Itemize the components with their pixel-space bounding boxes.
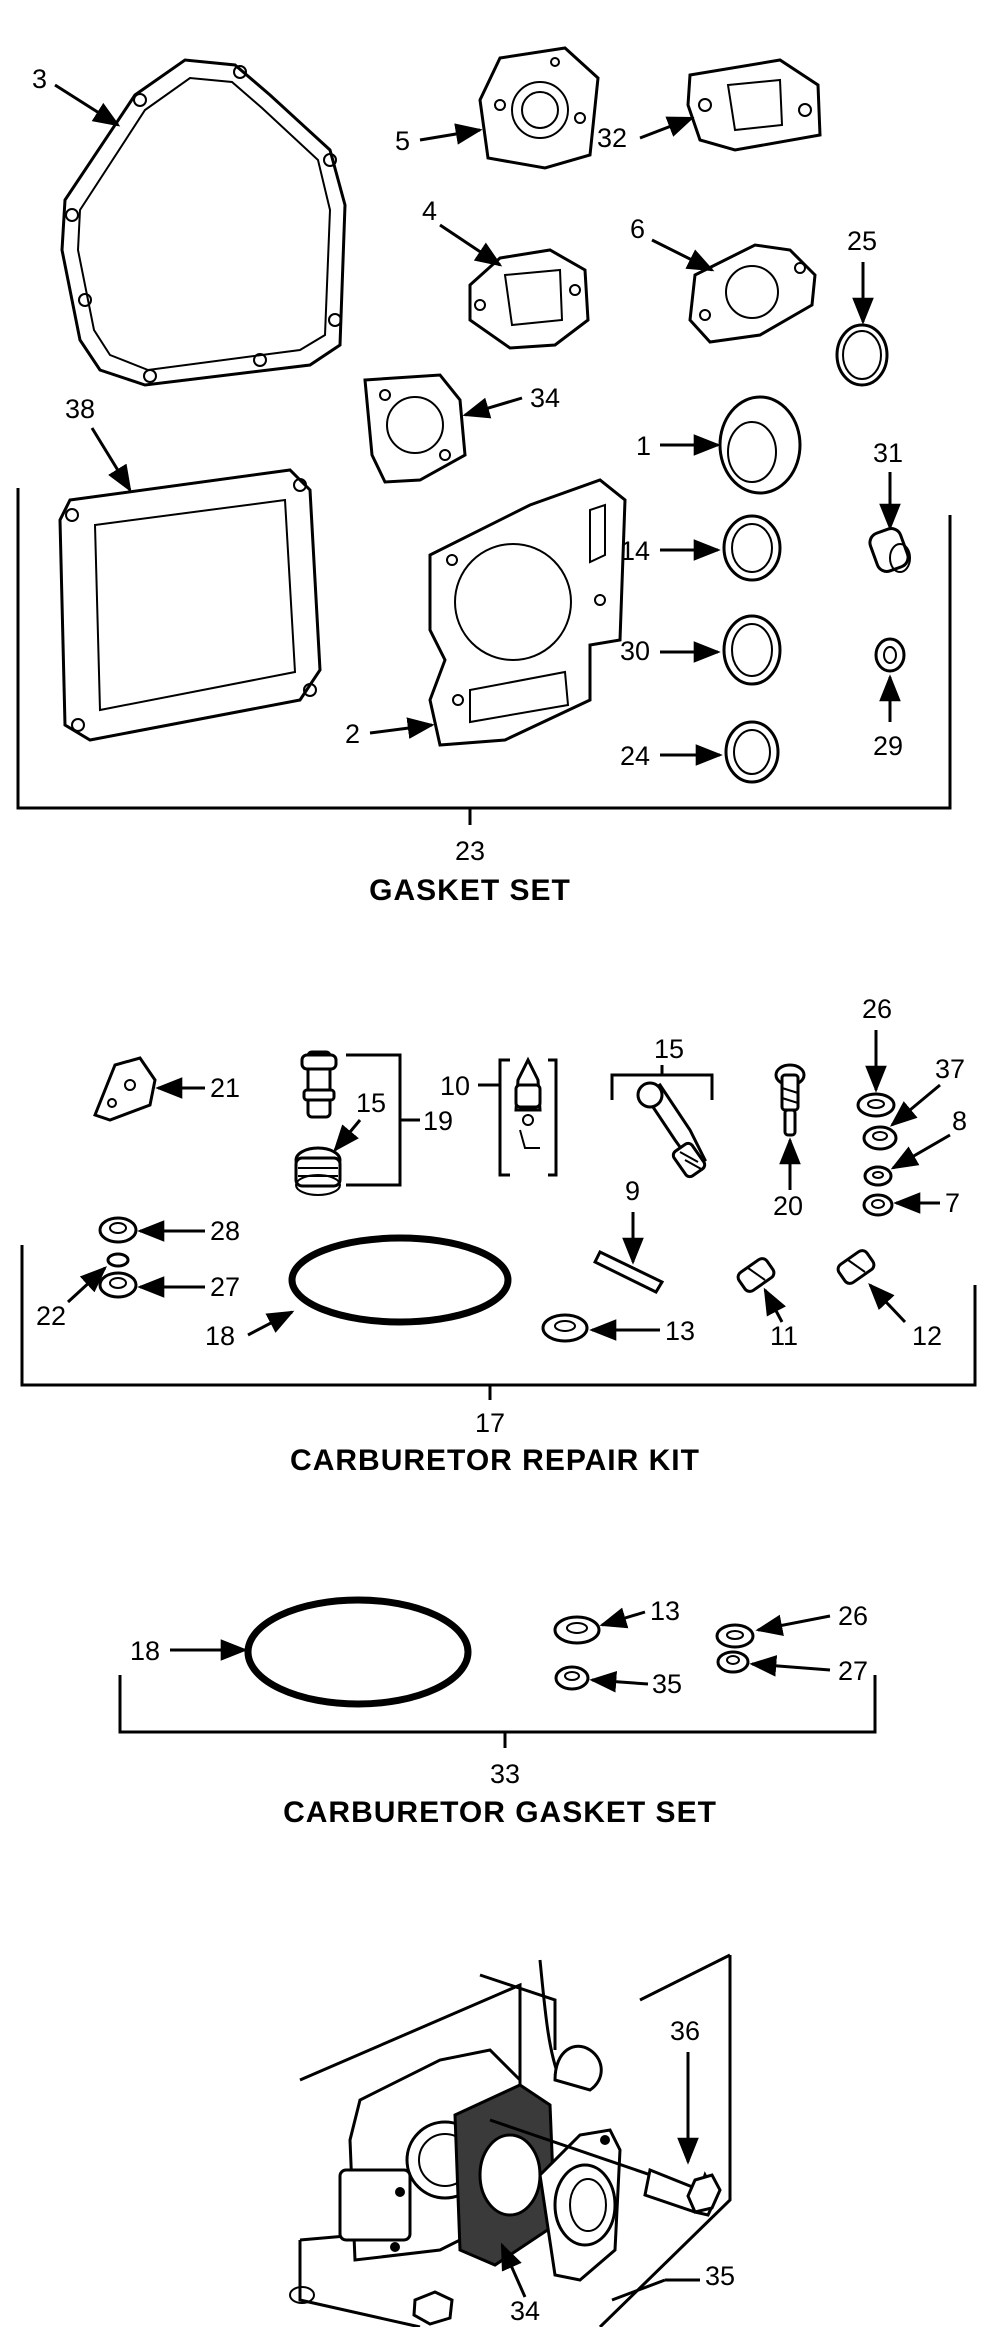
callout-2: 2 <box>345 719 360 749</box>
part-20-idle-mixture-screw <box>774 1063 806 1137</box>
callout-g26: 26 <box>838 1601 868 1631</box>
part-25-o-ring <box>835 323 889 387</box>
callout-11: 11 <box>770 1321 798 1351</box>
carb-gasket-set-number: 33 <box>490 1759 520 1789</box>
part-38-valve-cover-gasket <box>58 468 322 742</box>
callout-13: 13 <box>665 1316 695 1346</box>
part-9-float-pin <box>592 1250 665 1294</box>
callout-31: 31 <box>873 438 903 468</box>
part-27-gasket-seal <box>716 1650 750 1674</box>
gasket-set-title: GASKET SET <box>369 874 571 907</box>
part-12-main-jet <box>836 1249 876 1285</box>
part-30-o-ring <box>722 614 782 686</box>
part-15-main-jet-screw <box>636 1081 707 1179</box>
part-35-washer <box>554 1665 590 1691</box>
part-24-o-ring <box>724 720 780 784</box>
callout-30: 30 <box>620 636 650 666</box>
callout-25: 25 <box>847 226 877 256</box>
carburetor-gasket-set-section: 18 13 35 26 27 33 CARBURETOR GASKET SET <box>118 1596 877 1829</box>
callout-8: 8 <box>952 1106 967 1136</box>
callout-14: 14 <box>620 536 650 566</box>
carb-gasket-set-title: CARBURETOR GASKET SET <box>283 1796 717 1829</box>
callout-26: 26 <box>862 994 892 1024</box>
part-6-insulator-gasket <box>688 243 817 344</box>
callout-1: 1 <box>636 431 651 461</box>
part-1-oil-seal <box>718 395 802 495</box>
gasket-set-number: 23 <box>455 836 485 866</box>
part-13-gasket-washer <box>553 1615 601 1645</box>
part-34-adapter-gasket <box>363 373 467 484</box>
callout-9: 9 <box>625 1176 640 1206</box>
carburetor-mounting-assembly-view: 36 34 35 <box>289 1953 735 2327</box>
callout-g18: 18 <box>130 1636 160 1666</box>
part-8-gasket <box>863 1165 893 1187</box>
part-28-seal <box>98 1216 138 1244</box>
carb-repair-kit-title: CARBURETOR REPAIR KIT <box>290 1444 700 1477</box>
part-19-float-valve-assembly <box>294 1050 342 1196</box>
part-4-intake-gasket <box>468 248 590 350</box>
callout-20: 20 <box>773 1191 803 1221</box>
callout-a34: 34 <box>510 2296 540 2326</box>
part-3-crankcase-cover-gasket <box>60 58 347 387</box>
part-27-gasket <box>98 1271 138 1299</box>
callout-a36: 36 <box>670 2016 700 2046</box>
part-26-washer <box>856 1092 896 1118</box>
carb-repair-kit-number: 17 <box>475 1408 505 1438</box>
part-22-washer <box>106 1252 130 1268</box>
callout-5: 5 <box>395 126 410 156</box>
callout-21: 21 <box>210 1073 240 1103</box>
part-13-washer <box>541 1313 589 1343</box>
part-26-gasket-washer <box>715 1623 755 1649</box>
callout-4: 4 <box>422 196 437 226</box>
callout-15a: 15 <box>356 1088 386 1118</box>
part-2-cylinder-head-gasket <box>428 478 627 747</box>
callout-6: 6 <box>630 214 645 244</box>
callout-22: 22 <box>36 1301 66 1331</box>
callout-g35: 35 <box>652 1669 682 1699</box>
callout-12: 12 <box>912 1321 942 1351</box>
callout-24: 24 <box>620 741 650 771</box>
part-11-idle-jet <box>736 1257 776 1293</box>
callout-10: 10 <box>440 1071 470 1101</box>
carburetor-repair-kit-section: 21 15 19 10 <box>20 994 977 1477</box>
part-32-exhaust-gasket <box>686 58 822 152</box>
callout-3: 3 <box>32 64 47 94</box>
callout-g27: 27 <box>838 1656 868 1686</box>
callout-32: 32 <box>597 123 627 153</box>
callout-18: 18 <box>205 1321 235 1351</box>
callout-7: 7 <box>945 1188 960 1218</box>
part-37-gasket <box>862 1125 898 1151</box>
part-18-bowl-gasket <box>244 1596 472 1708</box>
callout-38: 38 <box>65 394 95 424</box>
part-31-fitting <box>868 527 911 573</box>
callout-15b: 15 <box>654 1034 684 1064</box>
callout-g13: 13 <box>650 1596 680 1626</box>
assembly-number: 35 <box>705 2261 735 2291</box>
part-5-carburetor-gasket <box>478 46 600 170</box>
callout-34: 34 <box>530 383 560 413</box>
gasket-set-section: 3 5 32 4 <box>16 46 952 907</box>
callout-29: 29 <box>873 731 903 761</box>
part-18-float-bowl-gasket <box>288 1234 512 1326</box>
part-7-washer <box>862 1193 894 1217</box>
callout-27: 27 <box>210 1272 240 1302</box>
callout-28: 28 <box>210 1216 240 1246</box>
callout-19: 19 <box>423 1106 453 1136</box>
part-10-needle-valve <box>514 1056 542 1149</box>
part-14-o-ring <box>722 514 782 582</box>
callout-37: 37 <box>935 1054 965 1084</box>
part-29-grommet <box>874 637 906 673</box>
part-21-float-pin-plate <box>93 1056 157 1122</box>
